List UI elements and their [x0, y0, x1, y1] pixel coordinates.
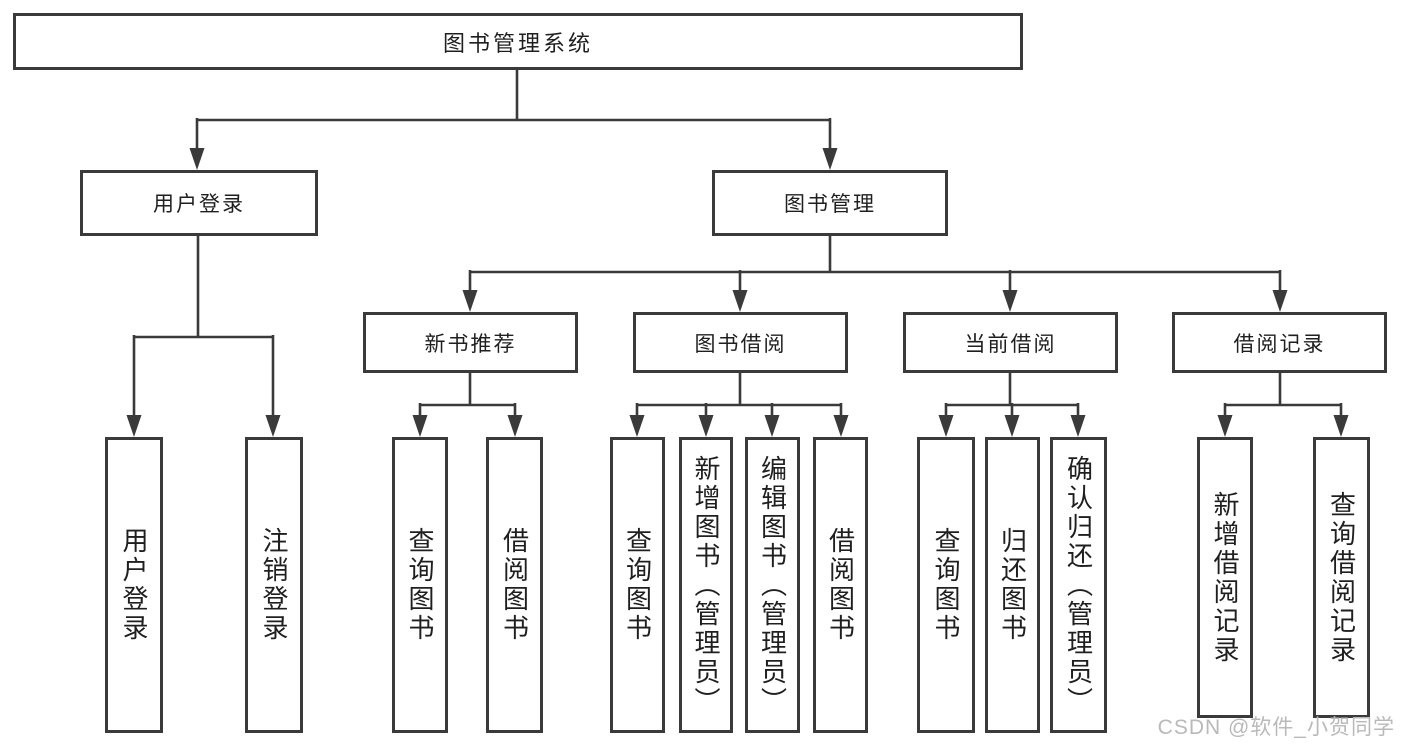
- leaf-borrow-books-borrowing: 借阅图书: [813, 437, 868, 733]
- leaf-add-book-admin: 新增图书（管理员）: [679, 437, 733, 733]
- node-current-borrowing: 当前借阅: [903, 312, 1118, 373]
- leaf-edit-book-admin: 编辑图书（管理员）: [745, 437, 800, 733]
- node-book-management-system: 图书管理系统: [13, 13, 1023, 70]
- node-label: 图书借阅: [694, 332, 787, 356]
- node-label: 查询借阅记录: [1326, 490, 1357, 665]
- node-label: 新增图书（管理员）: [691, 454, 721, 716]
- node-label: 查询图书: [931, 527, 961, 643]
- node-label: 注销登录: [259, 527, 289, 643]
- node-borrowing-records: 借阅记录: [1172, 312, 1387, 373]
- node-label: 归还图书: [997, 527, 1028, 643]
- leaf-query-books-borrowing: 查询图书: [610, 437, 665, 733]
- node-label: 用户登录: [119, 527, 149, 643]
- leaf-query-books-recommend: 查询图书: [392, 437, 448, 733]
- node-label: 图书管理系统: [442, 30, 593, 56]
- node-label: 新书推荐: [424, 332, 517, 356]
- node-label: 借阅记录: [1233, 332, 1326, 356]
- leaf-confirm-return-admin: 确认归还（管理员）: [1050, 437, 1107, 733]
- csdn-watermark: CSDN @软件_小贺同学: [1157, 716, 1395, 739]
- node-label: 编辑图书（管理员）: [757, 454, 788, 716]
- node-book-management: 图书管理: [712, 170, 948, 236]
- node-label: 借阅图书: [825, 527, 856, 643]
- leaf-add-borrow-record: 新增借阅记录: [1197, 437, 1253, 718]
- leaf-query-books-current: 查询图书: [917, 437, 975, 733]
- node-label: 查询图书: [405, 527, 435, 643]
- node-label: 当前借阅: [964, 332, 1057, 356]
- node-label: 用户登录: [153, 193, 245, 216]
- leaf-query-borrow-record: 查询借阅记录: [1313, 437, 1370, 718]
- node-label: 新增借阅记录: [1210, 490, 1240, 665]
- node-user-login: 用户登录: [80, 170, 318, 236]
- node-label: 确认归还（管理员）: [1063, 454, 1094, 716]
- node-label: 查询图书: [622, 527, 653, 643]
- leaf-return-book: 归还图书: [985, 437, 1040, 733]
- node-label: 借阅图书: [499, 527, 530, 643]
- leaf-user-login: 用户登录: [105, 437, 163, 733]
- leaf-logout: 注销登录: [245, 437, 303, 733]
- node-label: 图书管理: [784, 193, 876, 216]
- node-new-book-recommendation: 新书推荐: [363, 312, 578, 373]
- leaf-borrow-books-recommend: 借阅图书: [486, 437, 543, 733]
- node-book-borrowing: 图书借阅: [633, 312, 848, 373]
